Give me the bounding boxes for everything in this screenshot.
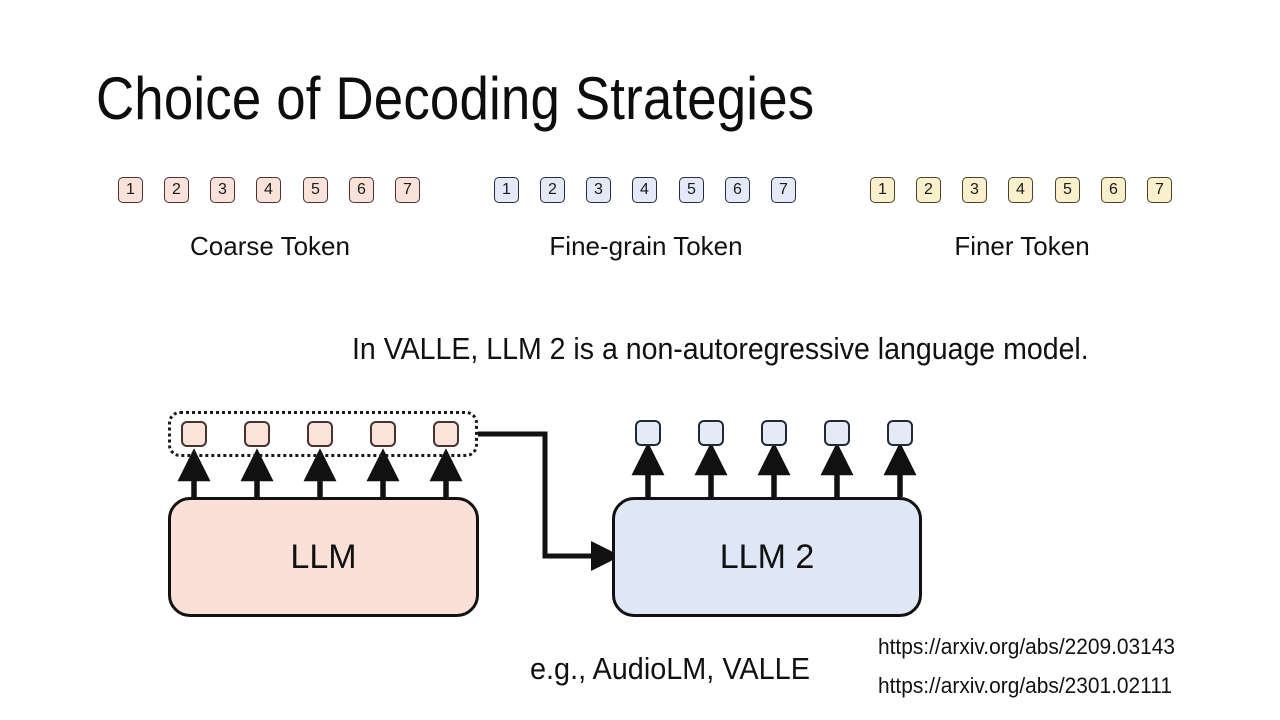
example-caption: e.g., AudioLM, VALLE xyxy=(530,651,810,686)
llm2-output-cell-1 xyxy=(635,420,661,446)
token-finer-5: 5 xyxy=(1055,177,1080,203)
coarse-token-group-outline xyxy=(168,411,478,457)
token-fine-3: 3 xyxy=(586,177,611,203)
llm1-output-cell-1 xyxy=(181,421,207,447)
token-fine-2: 2 xyxy=(540,177,565,203)
llm1-output-cell-4 xyxy=(370,421,396,447)
token-finer-6: 6 xyxy=(1101,177,1126,203)
llm1-label: LLM xyxy=(290,537,357,576)
token-fine-7: 7 xyxy=(771,177,796,203)
llm1-output-cell-2 xyxy=(244,421,270,447)
llm2-label: LLM 2 xyxy=(719,537,815,576)
explanation-sentence: In VALLE, LLM 2 is a non-autoregressive … xyxy=(352,331,1089,366)
reference-url-2[interactable]: https://arxiv.org/abs/2301.02111 xyxy=(878,673,1172,698)
llm1-output-cell-5 xyxy=(433,421,459,447)
token-coarse-5: 5 xyxy=(303,177,328,203)
token-row-coarse: 1 2 3 4 5 6 7 xyxy=(118,177,422,207)
token-row-finer: 1 2 3 4 5 6 7 xyxy=(870,177,1174,207)
token-finer-4: 4 xyxy=(1008,177,1033,203)
token-coarse-6: 6 xyxy=(349,177,374,203)
llm2-output-cell-4 xyxy=(824,420,850,446)
llm2-box: LLM 2 xyxy=(612,497,922,617)
token-coarse-4: 4 xyxy=(256,177,281,203)
llm1-output-cell-3 xyxy=(307,421,333,447)
llm1-box: LLM xyxy=(168,497,479,617)
token-group-fine-grain: 1 2 3 4 5 6 7 Fine-grain Token xyxy=(494,177,798,261)
token-row-label-coarse: Coarse Token xyxy=(190,231,350,261)
token-finer-7: 7 xyxy=(1147,177,1172,203)
token-finer-3: 3 xyxy=(962,177,987,203)
token-group-finer: 1 2 3 4 5 6 7 Finer Token xyxy=(870,177,1174,261)
token-group-coarse: 1 2 3 4 5 6 7 Coarse Token xyxy=(118,177,422,261)
token-finer-2: 2 xyxy=(916,177,941,203)
token-coarse-1: 1 xyxy=(118,177,143,203)
reference-url-1[interactable]: https://arxiv.org/abs/2209.03143 xyxy=(878,634,1176,659)
token-fine-1: 1 xyxy=(494,177,519,203)
token-fine-6: 6 xyxy=(725,177,750,203)
page-title: Choice of Decoding Strategies xyxy=(96,65,815,132)
llm2-output-cell-3 xyxy=(761,420,787,446)
llm2-output-cell-2 xyxy=(698,420,724,446)
token-fine-4: 4 xyxy=(632,177,657,203)
token-finer-1: 1 xyxy=(870,177,895,203)
token-row-fine-grain: 1 2 3 4 5 6 7 xyxy=(494,177,798,207)
token-row-label-fine-grain: Fine-grain Token xyxy=(549,231,743,261)
token-fine-5: 5 xyxy=(679,177,704,203)
token-coarse-7: 7 xyxy=(395,177,420,203)
token-row-label-finer: Finer Token xyxy=(954,231,1090,261)
token-coarse-3: 3 xyxy=(210,177,235,203)
token-coarse-2: 2 xyxy=(164,177,189,203)
llm2-output-cell-5 xyxy=(887,420,913,446)
